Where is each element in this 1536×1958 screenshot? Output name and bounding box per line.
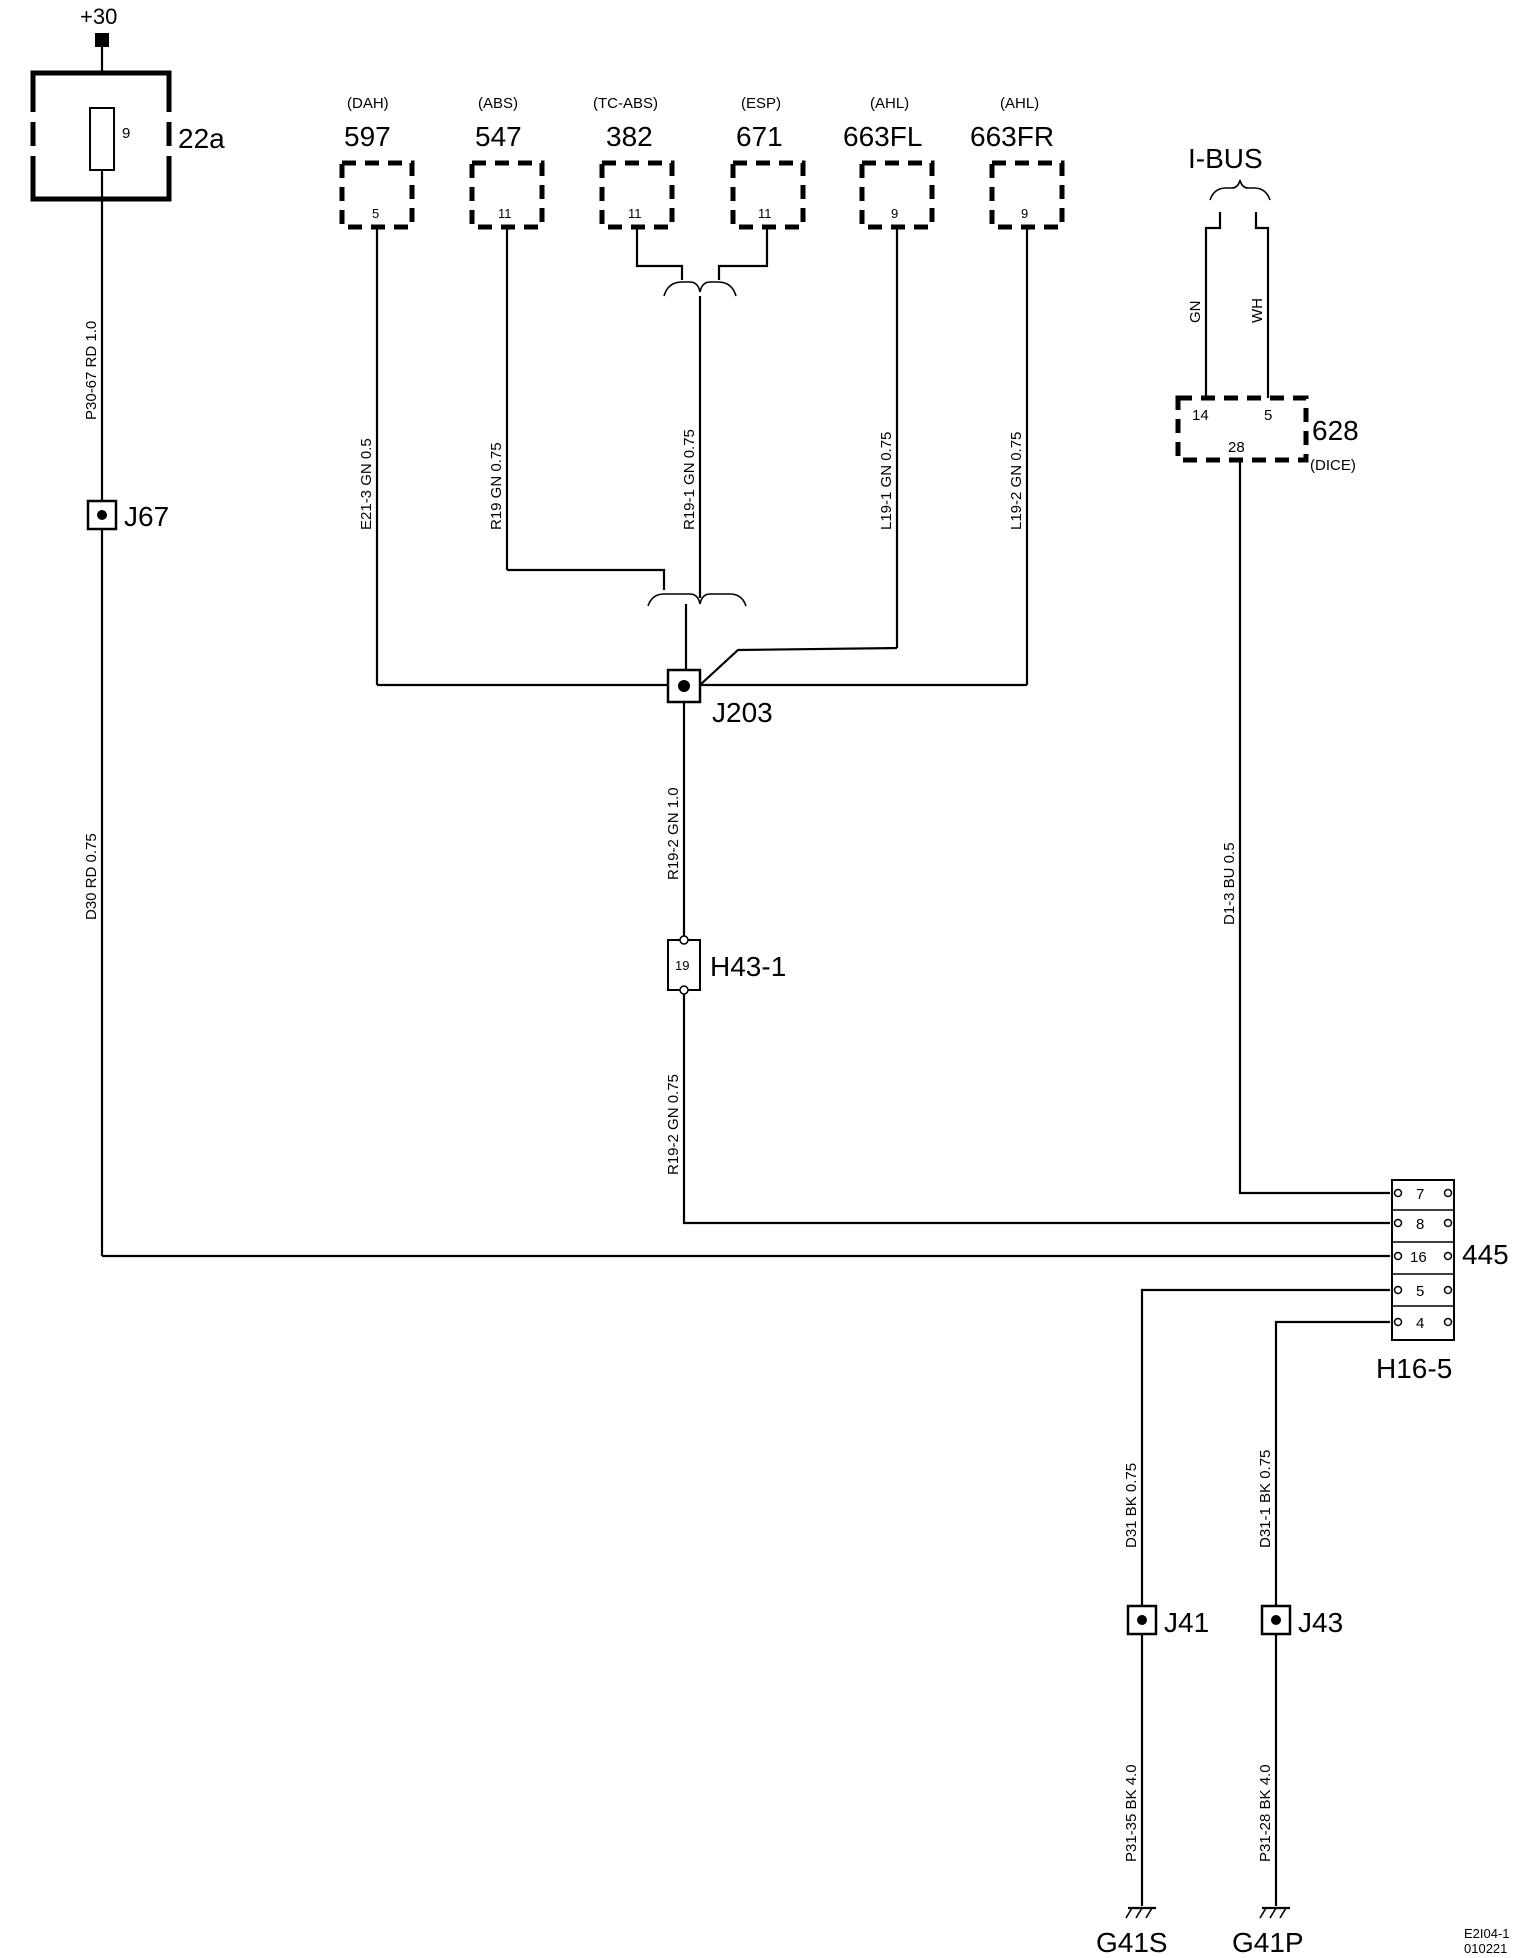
wire-label-r19-2-b: R19-2 GN 0.75 xyxy=(665,1074,682,1175)
svg-text:9: 9 xyxy=(1021,206,1028,221)
svg-text:663FL: 663FL xyxy=(843,121,922,152)
module-547: (ABS) 547 11 xyxy=(469,95,545,230)
splice-j203-label: J203 xyxy=(712,697,773,728)
module-628-pin5: 5 xyxy=(1264,407,1272,424)
svg-text:5: 5 xyxy=(372,206,379,221)
module-382: (TC-ABS) 382 11 xyxy=(593,95,675,230)
svg-text:4: 4 xyxy=(1416,1315,1424,1332)
ground-g41s-label: G41S xyxy=(1096,1927,1168,1958)
connector-445: 7 8 16 5 4 xyxy=(1391,1179,1455,1341)
connector-h16-5-label: H16-5 xyxy=(1376,1353,1452,1384)
svg-text:671: 671 xyxy=(736,121,783,152)
svg-text:5: 5 xyxy=(1416,1283,1424,1300)
wire-label-l19-2: L19-2 GN 0.75 xyxy=(1008,432,1025,530)
svg-text:9: 9 xyxy=(891,206,898,221)
svg-text:(DAH): (DAH) xyxy=(347,95,389,112)
ground-symbol-g41s xyxy=(1125,1906,1156,1919)
module-663fl: (AHL) 663FL 9 xyxy=(843,95,935,230)
svg-text:(ABS): (ABS) xyxy=(478,95,518,112)
wire-label-r19: R19 GN 0.75 xyxy=(488,442,505,530)
svg-text:663FR: 663FR xyxy=(970,121,1054,152)
module-628 xyxy=(1175,395,1309,463)
ground-symbol-g41p xyxy=(1259,1906,1290,1919)
svg-text:382: 382 xyxy=(606,121,653,152)
splice-j67-label: J67 xyxy=(124,501,169,532)
svg-text:(AHL): (AHL) xyxy=(1000,95,1039,112)
wire-label-p30-67: P30-67 RD 1.0 xyxy=(83,321,100,420)
connector-h43-label: H43-1 xyxy=(710,951,786,982)
ibus-wh-label: WH xyxy=(1249,298,1266,323)
supply-label: +30 xyxy=(80,4,117,29)
reference-code: E2I04-1 xyxy=(1464,1926,1510,1941)
wire-label-e21-3: E21-3 GN 0.5 xyxy=(358,438,375,530)
splice-j41-label: J41 xyxy=(1164,1607,1209,1638)
svg-text:(AHL): (AHL) xyxy=(870,95,909,112)
module-628-id: 628 xyxy=(1312,415,1359,446)
splice-j43-label: J43 xyxy=(1298,1607,1343,1638)
wire-label-r19-2-a: R19-2 GN 1.0 xyxy=(665,787,682,880)
wire-label-l19-1: L19-1 GN 0.75 xyxy=(878,432,895,530)
fuse-element xyxy=(89,107,115,171)
wire-label-r19-1: R19-1 GN 0.75 xyxy=(681,429,698,530)
wire-label-d31-1: D31-1 BK 0.75 xyxy=(1257,1450,1274,1548)
module-597: (DAH) 597 5 xyxy=(339,95,415,230)
svg-text:547: 547 xyxy=(475,121,522,152)
connector-445-id: 445 xyxy=(1462,1239,1509,1270)
ground-g41p-label: G41P xyxy=(1232,1927,1304,1958)
module-671: (ESP) 671 11 xyxy=(730,95,806,230)
reference-date: 010221 xyxy=(1464,1941,1507,1956)
supply-terminal xyxy=(95,33,109,47)
svg-text:(TC-ABS): (TC-ABS) xyxy=(593,95,658,112)
svg-text:16: 16 xyxy=(1410,1249,1427,1266)
wire-label-d31: D31 BK 0.75 xyxy=(1123,1463,1140,1548)
svg-text:597: 597 xyxy=(344,121,391,152)
svg-text:7: 7 xyxy=(1416,1186,1424,1203)
ibus-title: I-BUS xyxy=(1188,143,1263,174)
module-628-pin14: 14 xyxy=(1192,407,1209,424)
module-663fr: (AHL) 663FR 9 xyxy=(970,95,1065,230)
module-628-name: (DICE) xyxy=(1310,457,1356,474)
wire-label-p31-35: P31-35 BK 4.0 xyxy=(1123,1764,1140,1862)
wire-label-d1-3: D1-3 BU 0.5 xyxy=(1221,842,1238,925)
wire-label-d30: D30 RD 0.75 xyxy=(83,833,100,920)
wire-label-p31-28: P31-28 BK 4.0 xyxy=(1257,1764,1274,1862)
svg-text:8: 8 xyxy=(1416,1216,1424,1233)
svg-text:11: 11 xyxy=(758,206,772,221)
module-628-pin28: 28 xyxy=(1228,439,1245,456)
svg-text:11: 11 xyxy=(628,206,642,221)
ibus-gn-label: GN xyxy=(1187,301,1204,324)
svg-text:(ESP): (ESP) xyxy=(741,95,781,112)
svg-text:11: 11 xyxy=(498,206,512,221)
fuse-id: 22a xyxy=(178,123,225,154)
fuse-number: 9 xyxy=(122,125,130,142)
connector-h43-pin: 19 xyxy=(675,958,689,973)
